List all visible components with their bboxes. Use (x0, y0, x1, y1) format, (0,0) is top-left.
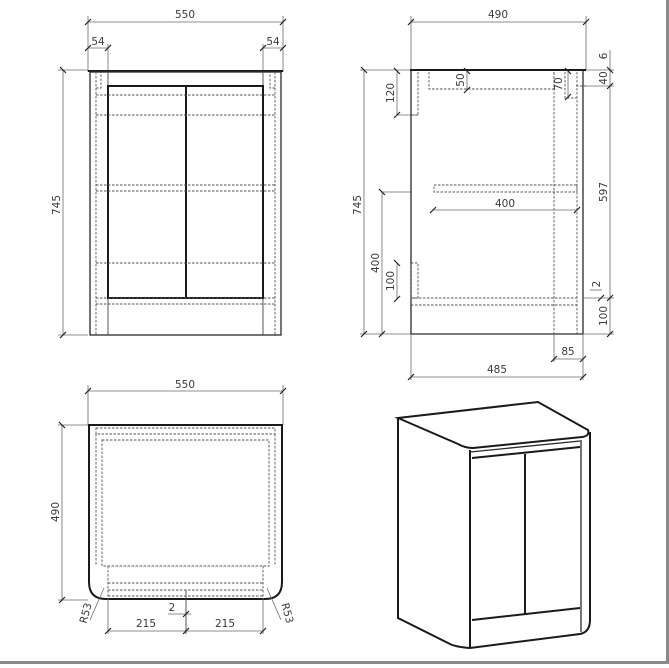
door-left-width-label: 215 (136, 618, 156, 630)
door-right-width-label: 215 (215, 618, 235, 630)
side-height-label: 745 (352, 195, 364, 215)
base-gap-label: 2 (591, 281, 603, 288)
top-rail-label: 120 (385, 83, 397, 103)
shelf-depth-label: 400 (495, 198, 515, 210)
side-view: 490 745 120 400 100 (352, 9, 614, 381)
sheet-border-bottom (0, 661, 669, 664)
kick-height-label: 100 (385, 271, 397, 291)
front-height-label: 745 (51, 195, 63, 215)
door-gap-label: 2 (169, 602, 176, 614)
radius-right-label: R53 (278, 602, 295, 625)
top-back-offset-label: 70 (553, 77, 565, 90)
shelf-to-top-label: 597 (598, 182, 610, 202)
rear-top-offset-label: 40 (598, 71, 610, 84)
plinth-height-label: 100 (598, 306, 610, 326)
side-depth-label: 490 (488, 9, 508, 21)
shelf-height-label: 400 (370, 253, 382, 273)
isometric-view (394, 400, 591, 649)
front-width-label: 550 (175, 9, 195, 21)
sheet-border-right (666, 0, 669, 664)
front-view: 550 54 54 745 (51, 9, 287, 339)
plan-width-label: 550 (175, 379, 195, 391)
top-recess-label: 50 (455, 73, 467, 86)
radius-left-label: R53 (78, 602, 95, 625)
front-left-side-label: 54 (91, 36, 105, 48)
plan-view: 550 490 R53 R53 2 21 (50, 379, 295, 635)
worktop-thickness-label: 6 (598, 52, 610, 59)
plan-depth-label: 490 (50, 502, 62, 522)
carcass-depth-label: 485 (487, 364, 507, 376)
rear-depth-label: 85 (561, 346, 574, 358)
front-right-side-label: 54 (266, 36, 280, 48)
